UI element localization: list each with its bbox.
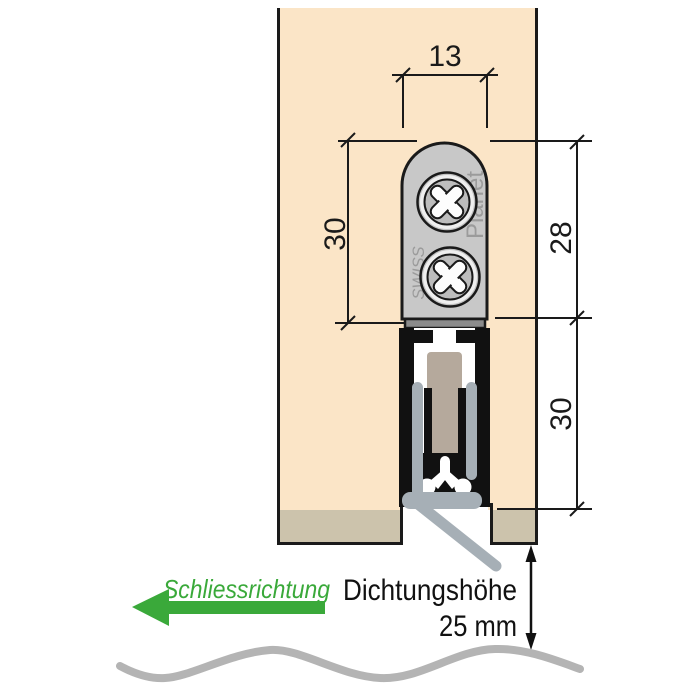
profile-cutouts — [418, 456, 472, 496]
door-bottom-edge-left — [277, 510, 403, 544]
rubber-seal-tail — [407, 494, 502, 572]
door-side-outlines — [277, 8, 538, 544]
door-bottom-left-outline — [277, 503, 403, 545]
screw-icon — [419, 246, 481, 308]
dimension-lines — [335, 67, 592, 517]
floor-wave-icon — [116, 644, 584, 683]
seal-housing: Planet SWISS — [400, 141, 489, 330]
housing-base-plate — [403, 317, 487, 330]
arrow-up-icon — [525, 545, 537, 562]
dim-ticks-13 — [395, 67, 495, 83]
dim-label-top-width: 13 — [428, 40, 461, 73]
dim-ext-13 — [402, 75, 488, 128]
closing-direction-arrow — [132, 589, 325, 626]
dim-ticks-left-30 — [340, 132, 356, 331]
seal-height-dimension — [525, 545, 537, 650]
rubber-seal — [402, 382, 482, 509]
dim-tick-right-30 — [569, 501, 585, 517]
closing-direction-label: Schliessrichtung — [163, 574, 330, 604]
dim-label-left-height: 30 — [319, 217, 352, 250]
seal-insert — [427, 352, 462, 458]
dim-label-right-upper: 28 — [545, 221, 578, 254]
door-bottom-edge-right — [490, 510, 538, 544]
drop-seal-mechanism — [399, 328, 502, 572]
seal-height-label: Dichtungshöhe — [343, 574, 517, 607]
seal-height-value: 25 mm — [439, 610, 517, 643]
arrow-shaft — [166, 601, 325, 614]
dim-label-right-lower: 30 — [545, 397, 578, 430]
arrow-down-icon — [525, 633, 537, 650]
screw-icon — [416, 171, 478, 233]
door-bottom-right-outline — [490, 503, 538, 545]
arrow-left-icon — [132, 589, 169, 626]
